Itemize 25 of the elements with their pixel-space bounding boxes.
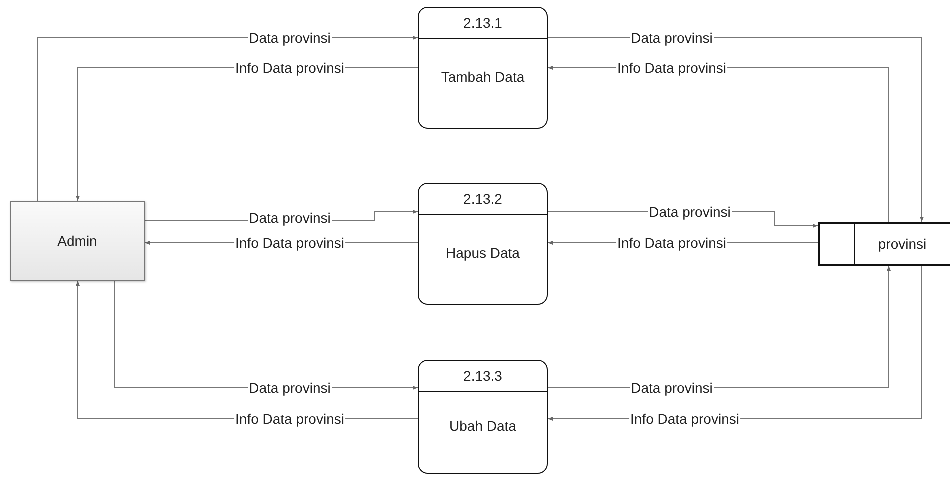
process-box bbox=[418, 360, 548, 474]
edge-label: Info Data provinsi bbox=[234, 411, 346, 427]
edge-label: Info Data provinsi bbox=[630, 411, 740, 427]
entity-box bbox=[10, 201, 145, 281]
edge-label: Data provinsi bbox=[630, 380, 714, 396]
edge-label: Info Data provinsi bbox=[234, 235, 346, 251]
edge-label: Info Data provinsi bbox=[234, 60, 346, 76]
process-number: 2.13.1 bbox=[464, 15, 502, 31]
process-box bbox=[418, 183, 548, 305]
entity-name: Admin bbox=[58, 233, 98, 249]
process-name: Hapus Data bbox=[446, 244, 520, 260]
edge-label: Data provinsi bbox=[248, 30, 332, 46]
edge-label: Info Data provinsi bbox=[616, 235, 728, 251]
edge-label: Info Data provinsi bbox=[616, 60, 728, 76]
edge-label: Data provinsi bbox=[630, 30, 714, 46]
process-number: 2.13.3 bbox=[464, 368, 502, 384]
data-store bbox=[818, 222, 950, 266]
edge-label: Data provinsi bbox=[248, 380, 332, 396]
process-name: Tambah Data bbox=[441, 68, 525, 84]
edge-label: Data provinsi bbox=[648, 204, 732, 220]
process-number: 2.13.2 bbox=[464, 191, 502, 207]
edge-label: Data provinsi bbox=[248, 210, 332, 226]
process-name: Ubah Data bbox=[450, 418, 516, 434]
process-box bbox=[418, 7, 548, 129]
store-name: provinsi bbox=[878, 236, 927, 252]
